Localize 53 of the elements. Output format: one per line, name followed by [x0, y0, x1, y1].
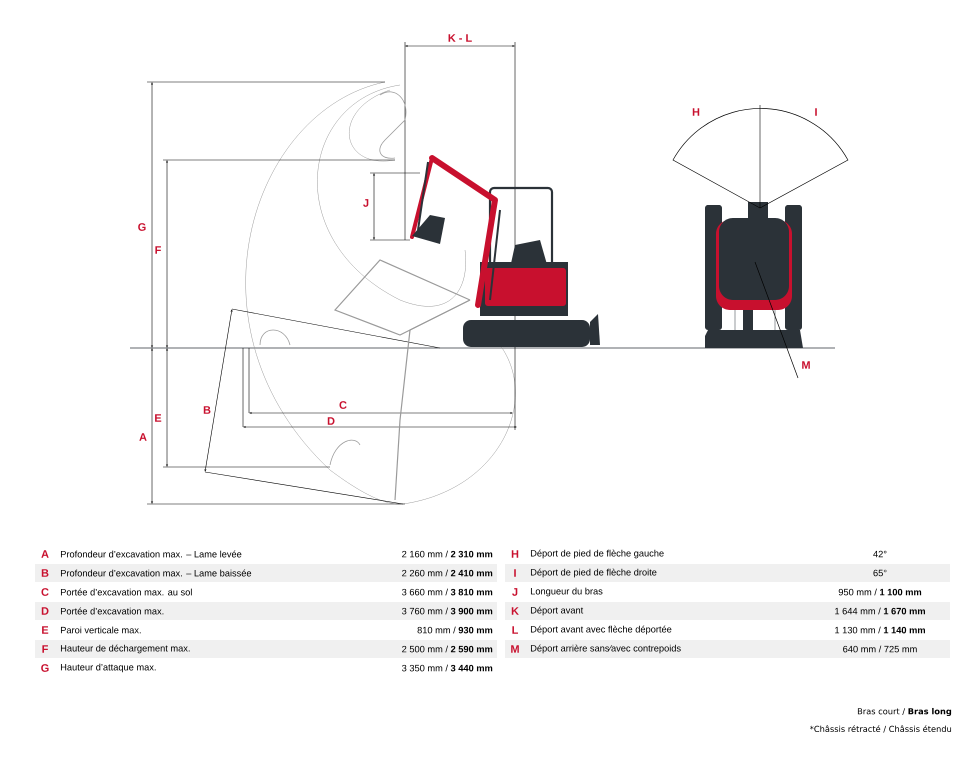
table-key-letter: K — [512, 607, 519, 615]
table-key-letter: I — [514, 569, 516, 577]
table-value: 640 mm / 725 mm — [843, 646, 917, 652]
table-key-letter: L — [512, 626, 518, 634]
table-description: Hauteur de déchargement max. — [60, 644, 190, 654]
table-description: Hauteur d’attaque max. — [60, 664, 156, 672]
table-key-letter: A — [41, 550, 49, 558]
table-value: 950 mm / 1 100 mm — [838, 588, 922, 596]
table-key-letter: J — [512, 588, 518, 596]
table-description: Longueur du bras — [530, 588, 602, 596]
table-description: Profondeur d’excavation max. – Lame baissée — [60, 570, 252, 576]
table-key-letter: B — [42, 569, 48, 577]
table-value: 2 160 mm / 2 310 mm — [402, 550, 492, 558]
table-description: Déport arrière sans⁄avec contrepoids — [530, 644, 681, 654]
table-key-letter: H — [512, 550, 518, 558]
table-value: 42° — [873, 550, 886, 558]
dimension-letter: D — [328, 417, 334, 425]
dimension-letter: I — [815, 108, 817, 116]
table-value: 810 mm / 930 mm — [418, 626, 492, 634]
table-key-letter: D — [42, 607, 48, 615]
table-key-letter: E — [42, 626, 48, 634]
table-value: 65° — [873, 570, 886, 576]
table-description: Profondeur d’excavation max. – Lame levée — [60, 550, 242, 558]
dimension-letter: G — [138, 223, 146, 231]
dimension-letter: F — [155, 246, 161, 254]
table-description: Portée d’excavation max. — [60, 608, 164, 614]
dimension-letter: J — [363, 199, 368, 207]
table-value: 3 660 mm / 3 810 mm — [402, 588, 492, 596]
table-value: 1 644 mm / 1 670 mm — [835, 608, 925, 614]
table-key-letter: F — [42, 645, 48, 653]
dimension-letter: C — [340, 401, 347, 409]
table-description: Déport de pied de flèche droite — [530, 568, 656, 578]
table-key-letter: M — [511, 645, 519, 653]
table-description: Déport avant — [530, 606, 584, 616]
footnote: *Châssis rétracté / Châssis étendu — [810, 725, 952, 733]
footnote: Bras court / Bras long — [858, 708, 952, 716]
table-key-letter: G — [41, 664, 49, 672]
table-value: 3 350 mm / 3 440 mm — [402, 664, 492, 672]
table-value: 2 500 mm / 2 590 mm — [402, 646, 492, 652]
dimension-letter: A — [139, 433, 147, 441]
dimension-letter: K - L — [448, 34, 472, 42]
table-value: 3 760 mm / 3 900 mm — [402, 608, 492, 614]
dimension-letter: M — [802, 361, 810, 369]
dimension-letter: H — [692, 108, 700, 116]
table-description: Paroi verticale max. — [60, 626, 141, 634]
table-description: Déport de pied de flèche gauche — [530, 550, 664, 558]
table-description: Déport avant avec flèche déportée — [530, 626, 672, 634]
dimension-letter: E — [155, 414, 162, 422]
table-description: Portée d’excavation max. au sol — [60, 588, 192, 596]
table-value: 2 260 mm / 2 410 mm — [402, 570, 492, 576]
table-value: 1 130 mm / 1 140 mm — [835, 626, 925, 634]
dimension-letter: B — [204, 406, 210, 414]
table-key-letter: C — [42, 588, 49, 596]
